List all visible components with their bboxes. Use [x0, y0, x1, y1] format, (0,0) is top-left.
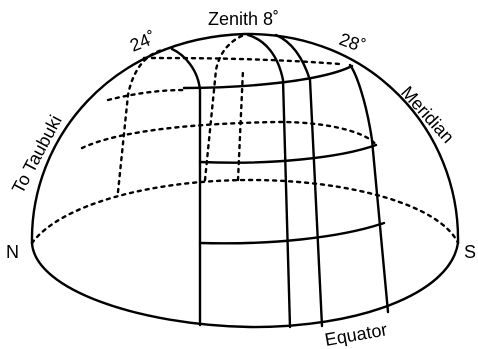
horizon-back-dotted: [30, 178, 460, 245]
hidden-vertical-1: [116, 48, 164, 194]
right-angle-label: 28˚: [337, 29, 368, 57]
vertical-line-2: [246, 33, 292, 329]
vertical-line-3: [274, 33, 324, 328]
vertical-line-1: [170, 47, 202, 327]
band-lower: [198, 221, 386, 245]
left-angle-label: 24˚: [127, 27, 159, 55]
hidden-vertical-2: [203, 33, 246, 182]
south-label: S: [464, 242, 476, 262]
hidden-band-2: [106, 88, 187, 102]
hidden-vertical-3: [236, 68, 245, 182]
vertical-line-4: [348, 63, 390, 314]
horizon-front: [30, 241, 460, 329]
equator-label: Equator: [323, 319, 389, 349]
hidden-band-3: [80, 120, 378, 150]
north-label: N: [6, 242, 19, 262]
meridian-label: Meridian: [397, 82, 458, 147]
zenith-label: Zenith 8˚: [208, 9, 279, 29]
hidden-band-1: [142, 56, 342, 66]
to-taubuki-label: To Taubuki: [8, 112, 66, 197]
band-upper: [198, 143, 378, 164]
dome-outline: [30, 32, 460, 245]
band-top: [182, 64, 354, 90]
